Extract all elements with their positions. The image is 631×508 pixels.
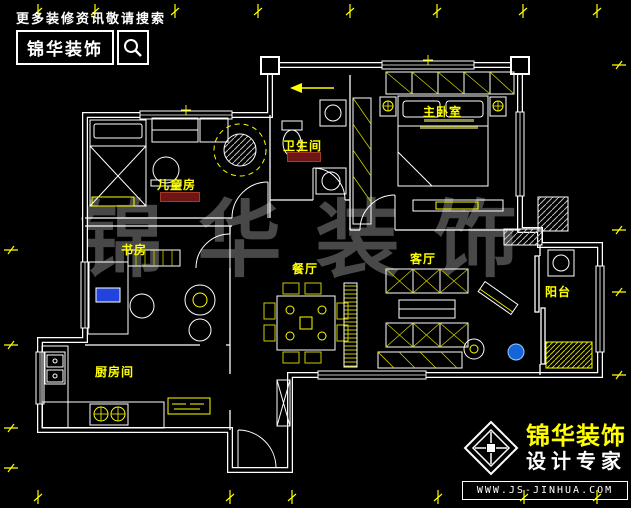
- brand-search-lockup: 锦华装饰: [16, 30, 149, 65]
- doors: [195, 167, 396, 469]
- room-label-dining-room: 餐厅: [292, 262, 319, 276]
- children-room-furniture: [89, 117, 267, 207]
- interior-walls: [85, 75, 546, 430]
- master-bedroom-furniture: [352, 71, 515, 225]
- search-icon: [117, 30, 149, 65]
- room-label-master-bedroom: 主卧室: [423, 105, 463, 119]
- room-label-study: 书房: [121, 243, 148, 257]
- balcony-items: [545, 249, 593, 369]
- footer-brand-name: 锦华装饰: [526, 421, 626, 450]
- footer-tagline: 设计专家: [526, 449, 626, 474]
- dimension-ticks: [4, 4, 626, 504]
- bathroom-fixtures: [281, 83, 347, 195]
- dimension-annotation-master-2: [420, 126, 478, 129]
- dimension-annotation-master-1: [424, 119, 474, 122]
- room-label-bathroom: 卫生间: [283, 139, 323, 153]
- area-annotation-children-room: [160, 192, 200, 202]
- living-room-furniture: [377, 268, 525, 369]
- dining-table-set: [263, 282, 358, 368]
- room-label-kitchen: 厨房间: [95, 365, 135, 379]
- room-label-balcony: 阳台: [545, 285, 572, 299]
- jinhua-diamond-logo: [463, 420, 519, 476]
- footer-website: WWW.JS-JINHUA.COM: [462, 481, 628, 500]
- area-annotation-bathroom: [287, 152, 321, 162]
- header-slogan: 更多装修资讯敬请搜索: [16, 12, 167, 27]
- footer-brand-block: 锦华装饰 设计专家 WWW.JS-JINHUA.COM: [462, 419, 628, 500]
- study-furniture: [87, 249, 216, 342]
- kitchen-fixtures: [41, 345, 291, 429]
- room-label-living-room: 客厅: [410, 252, 437, 266]
- columns: [260, 56, 569, 246]
- brand-name: 锦华装饰: [16, 30, 114, 65]
- room-label-children-room: 儿童房: [157, 178, 197, 192]
